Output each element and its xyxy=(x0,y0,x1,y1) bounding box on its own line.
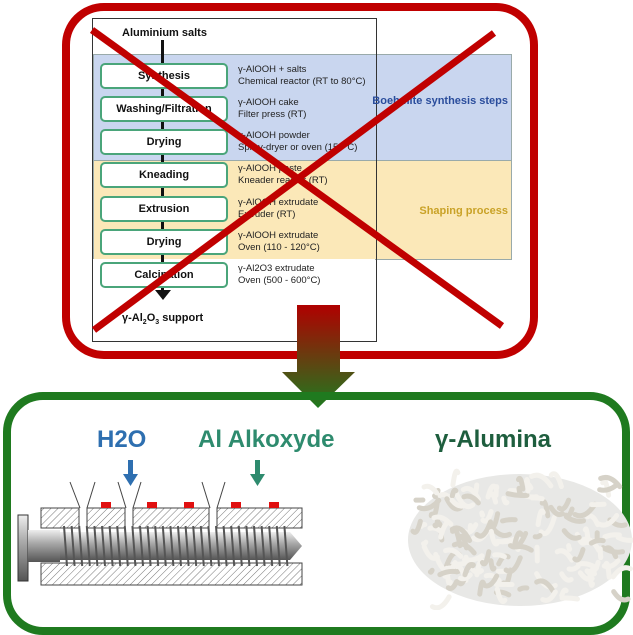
step-product: γ-AlOOH paste xyxy=(238,163,302,174)
barrel-bottom xyxy=(40,562,303,586)
alumina-label: γ-Alumina xyxy=(435,426,552,453)
step-equipment: Filter press (RT) xyxy=(238,109,307,120)
step-equipment: Oven (110 - 120°C) xyxy=(238,242,320,253)
alumina-extrudates-photo xyxy=(408,468,633,610)
step-box: Washing/Filtration xyxy=(100,96,228,122)
step-product: γ-AlOOH cake xyxy=(238,97,299,108)
screw-head xyxy=(17,514,29,582)
barrel-top xyxy=(40,507,303,529)
cross-line-2 xyxy=(91,30,497,333)
step-name: Kneading xyxy=(138,169,190,181)
step-box: Extrusion xyxy=(100,196,228,222)
step-product: γ-AlOOH extrudate xyxy=(238,197,319,208)
water-label: H2O xyxy=(97,426,147,453)
step-equipment: Oven (500 - 600°C) xyxy=(238,275,321,286)
end-label: γ-Al2O3 support xyxy=(122,312,204,327)
step-box: Kneading xyxy=(100,162,228,188)
step-box: Drying xyxy=(100,229,228,255)
transition-arrow-icon xyxy=(282,305,355,408)
step-product: γ-AlOOH + salts xyxy=(238,64,307,75)
alkoxide-label: Al Alkoxyde xyxy=(198,426,335,453)
step-equipment: Extruder (RT) xyxy=(238,209,296,220)
step-name: Washing/Filtration xyxy=(116,103,212,115)
heater-markers xyxy=(101,502,279,508)
step-equipment: Kneader reactor (RT) xyxy=(238,175,328,186)
start-label: Aluminium salts xyxy=(122,27,207,39)
alkoxide-arrow-icon xyxy=(250,460,265,486)
step-product: γ-AlOOH extrudate xyxy=(238,230,319,241)
step-name: Extrusion xyxy=(138,203,190,215)
flow-arrow-icon xyxy=(155,290,171,300)
water-arrow-icon xyxy=(123,460,138,486)
step-product: γ-Al2O3 extrudate xyxy=(238,263,315,274)
step-name: Drying xyxy=(146,136,182,148)
old-process-frame xyxy=(92,18,377,342)
shaping-label: Shaping process xyxy=(419,205,508,217)
step-box: Drying xyxy=(100,129,228,155)
step-name: Drying xyxy=(146,236,182,248)
step-equipment: Chemical reactor (RT to 80°C) xyxy=(238,76,366,87)
screw-shaft xyxy=(28,530,60,562)
frame-top xyxy=(93,19,375,54)
extruder-drawing xyxy=(17,460,633,610)
step-product: γ-AlOOH powder xyxy=(238,130,310,141)
new-process-box xyxy=(3,392,630,635)
step-equipment: Spray-dryer or oven (150°C) xyxy=(238,142,358,153)
